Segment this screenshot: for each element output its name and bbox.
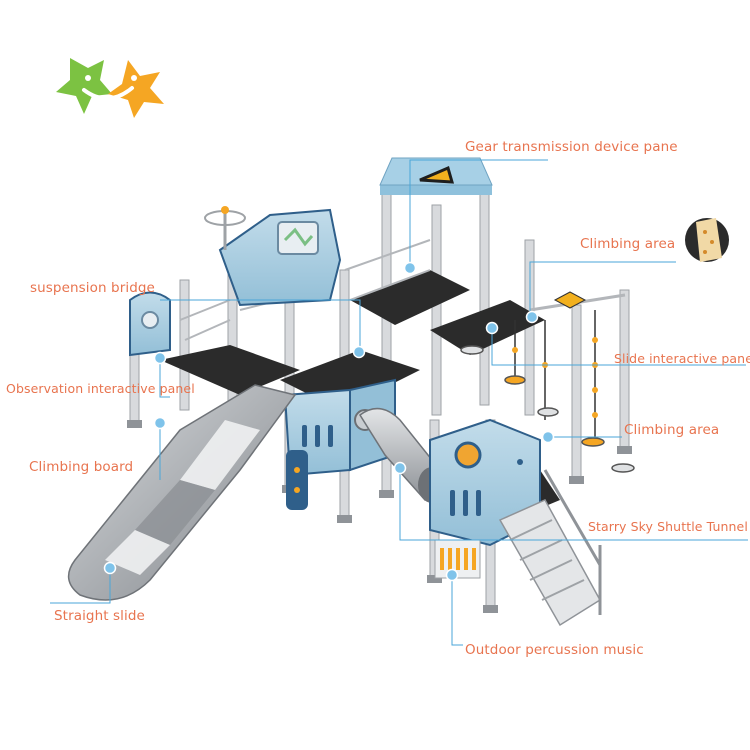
gear-arrow-icon: [419, 165, 455, 184]
label-climbing-area-right: Climbing area: [624, 422, 720, 438]
logo-orange-star: [108, 60, 164, 118]
label-straight-slide: Straight slide: [54, 608, 145, 624]
climbing-area-thumbnail: [685, 218, 729, 262]
stairs: [498, 469, 602, 627]
label-percussion-music: Outdoor percussion music: [465, 642, 644, 658]
straight-slide: [67, 384, 297, 601]
steering-wheel-icon: [204, 206, 246, 250]
label-shuttle-tunnel: Starry Sky Shuttle Tunnel: [588, 519, 748, 534]
label-climbing-area-top: Climbing area: [580, 236, 676, 252]
percussion-panel: [434, 539, 481, 579]
climbing-frame: [460, 291, 635, 473]
observation-panel: [129, 291, 171, 357]
label-observation-panel: Observation interactive panel: [6, 381, 195, 396]
gear-roof: [379, 157, 493, 195]
leader-dots: [103, 261, 555, 582]
label-slide-interactive-panel: Slide interactive panel: [614, 351, 750, 366]
logo-smile: [82, 86, 134, 101]
label-climbing-board: Climbing board: [29, 459, 134, 475]
label-gear-transmission: Gear transmission device pane: [465, 139, 678, 155]
leader-lines: [50, 159, 748, 646]
observation-house: [218, 208, 342, 307]
brand-logo: [56, 58, 164, 118]
logo-eye-left: [85, 75, 91, 81]
climbing-board: [286, 450, 308, 510]
logo-eye-right: [131, 75, 137, 81]
label-suspension-bridge: suspension bridge: [30, 280, 155, 296]
logo-green-star: [56, 58, 112, 114]
